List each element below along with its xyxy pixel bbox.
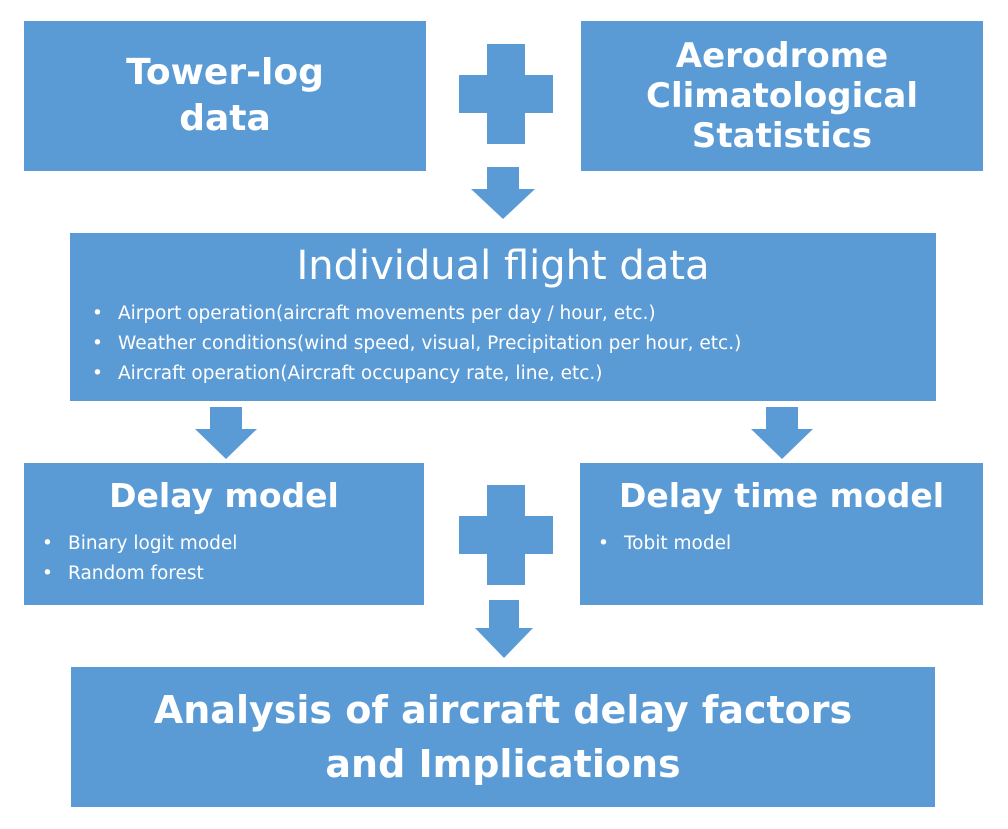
list-item: Tobit model <box>594 529 731 559</box>
aerodrome-line-2: Climatological <box>646 76 918 116</box>
individual-flight-data-title: Individual flight data <box>296 243 710 289</box>
list-item: Airport operation(aircraft movements per… <box>88 299 741 329</box>
delay-model-list: Binary logit model Random forest <box>38 529 237 589</box>
list-item: Weather conditions(wind speed, visual, P… <box>88 329 741 359</box>
aerodrome-line-3: Statistics <box>691 116 873 156</box>
analysis-box: Analysis of aircraft delay factors and I… <box>71 667 935 807</box>
list-item: Aircraft operation(Aircraft occupancy ra… <box>88 359 741 389</box>
tower-log-data-box: Tower-log data <box>24 21 426 171</box>
aerodrome-line-1: Aerodrome <box>675 36 889 76</box>
down-arrow-icon <box>471 167 535 219</box>
analysis-line-2: and Implications <box>325 742 681 786</box>
down-arrow-icon <box>751 407 813 459</box>
delay-model-box: Delay model Binary logit model Random fo… <box>24 463 424 605</box>
list-item: Binary logit model <box>38 529 237 559</box>
delay-model-title: Delay model <box>109 476 339 515</box>
individual-flight-data-box: Individual flight data Airport operation… <box>70 233 936 401</box>
delay-time-model-box: Delay time model Tobit model <box>580 463 983 605</box>
plus-icon <box>459 485 553 585</box>
plus-icon <box>459 44 553 144</box>
tower-log-line-2: data <box>179 98 271 139</box>
individual-flight-data-list: Airport operation(aircraft movements per… <box>88 299 741 389</box>
down-arrow-icon <box>195 407 257 459</box>
list-item: Random forest <box>38 559 237 589</box>
delay-time-model-list: Tobit model <box>594 529 731 559</box>
tower-log-line-1: Tower-log <box>126 52 324 93</box>
down-arrow-icon <box>475 600 533 658</box>
delay-time-model-title: Delay time model <box>618 476 945 515</box>
analysis-line-1: Analysis of aircraft delay factors <box>153 688 853 732</box>
aerodrome-climatological-box: Aerodrome Climatological Statistics <box>581 21 983 171</box>
